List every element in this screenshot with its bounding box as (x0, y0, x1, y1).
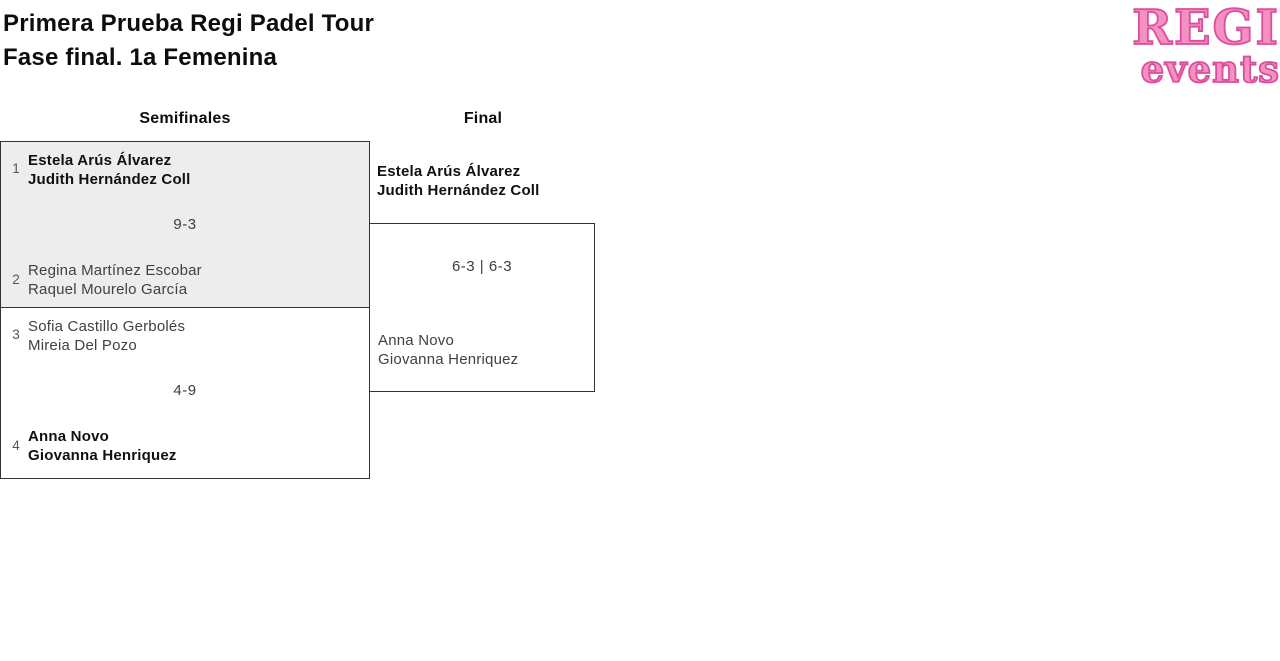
semifinal2-score: 4-9 (173, 381, 197, 399)
seed-number-1: 1 (12, 161, 20, 176)
player-name: Estela Arús Álvarez (377, 163, 521, 180)
round-header-final: Final (463, 110, 503, 127)
page-title-line2: Fase final. 1a Femenina (3, 44, 278, 71)
page-title-line1: Primera Prueba Regi Padel Tour (3, 10, 375, 37)
semifinal1-score: 9-3 (173, 216, 197, 233)
team-semifinal2-top: Sofia Castillo Gerbolés Mireia Del Pozo (28, 317, 185, 355)
page-title: Primera Prueba Regi Padel Tour Fase fina… (3, 7, 374, 75)
final-match-box: 6-3 | 6-3 Anna Novo Giovanna Henriquez (369, 223, 595, 392)
player-name: Sofia Castillo Gerbolés (28, 317, 186, 335)
team-semifinal2-bottom: Anna Novo Giovanna Henriquez (28, 427, 177, 465)
player-name: Judith Hernández Coll (28, 171, 191, 188)
logo-text-regi: REGI (1131, 0, 1280, 57)
team-semifinal1-top: Estela Arús Álvarez Judith Hernández Col… (28, 151, 191, 189)
round-header-semifinales: Semifinales (139, 110, 231, 127)
semifinal-match-1: 1 Estela Arús Álvarez Judith Hernández C… (1, 142, 369, 308)
seed-number-2: 2 (12, 272, 20, 287)
seed-number-4: 4 (12, 437, 20, 453)
player-name: Regina Martínez Escobar (28, 262, 202, 279)
semifinal-match-2: 3 Sofia Castillo Gerbolés Mireia Del Poz… (1, 307, 369, 477)
player-name: Giovanna Henriquez (28, 446, 177, 464)
player-name: Giovanna Henriquez (378, 351, 519, 368)
final-score: 6-3 | 6-3 (451, 258, 513, 275)
team-final-top: Estela Arús Álvarez Judith Hernández Col… (377, 162, 540, 200)
semifinals-column: 1 Estela Arús Álvarez Judith Hernández C… (0, 141, 370, 479)
regi-events-logo: REGI events (1131, 0, 1280, 91)
player-name: Judith Hernández Coll (377, 182, 540, 199)
logo-text-events: events (1140, 47, 1280, 91)
player-name: Anna Novo (378, 332, 455, 349)
team-final-bottom: Anna Novo Giovanna Henriquez (378, 331, 518, 369)
player-name: Estela Arús Álvarez (28, 152, 172, 169)
player-name: Mireia Del Pozo (28, 336, 137, 354)
player-name: Raquel Mourelo García (28, 281, 188, 298)
team-semifinal1-bottom: Regina Martínez Escobar Raquel Mourelo G… (28, 261, 202, 299)
seed-number-3: 3 (12, 326, 20, 342)
player-name: Anna Novo (28, 427, 109, 445)
